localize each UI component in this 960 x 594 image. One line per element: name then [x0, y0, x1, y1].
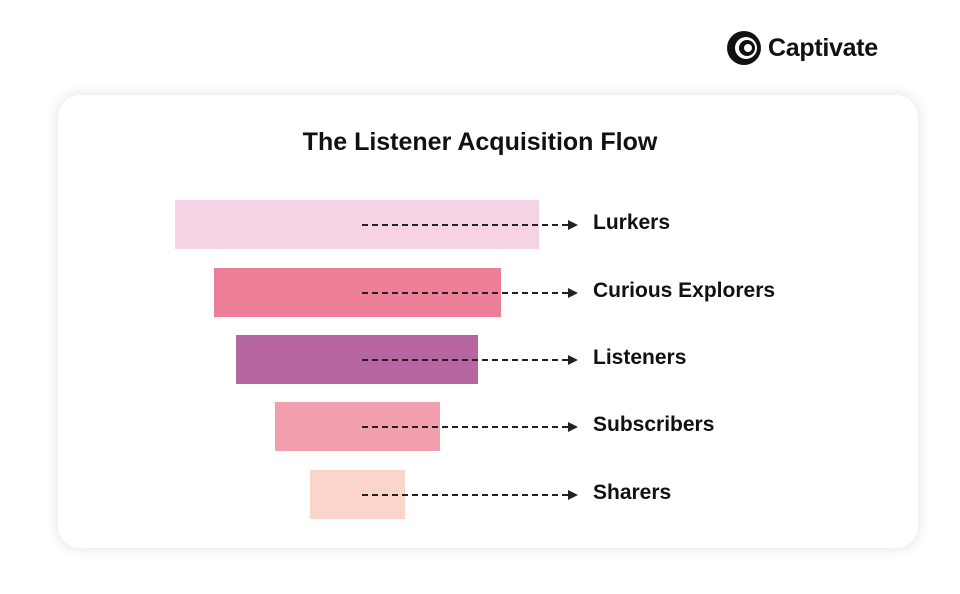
- dashed-connector: [362, 292, 568, 294]
- captivate-logo-icon: [727, 31, 761, 65]
- dashed-connector: [362, 494, 568, 496]
- arrow-right-icon: [568, 288, 578, 298]
- captivate-logo: Captivate: [726, 30, 878, 66]
- arrow-right-icon: [568, 220, 578, 230]
- dashed-connector: [362, 426, 568, 428]
- stage-label: Listeners: [593, 346, 687, 369]
- dashed-connector: [362, 359, 568, 361]
- arrow-right-icon: [568, 422, 578, 432]
- stage-label: Subscribers: [593, 413, 715, 436]
- brand-name: Captivate: [768, 33, 878, 62]
- stage-label: Sharers: [593, 481, 672, 504]
- arrow-right-icon: [568, 355, 578, 365]
- diagram-card: [58, 95, 918, 548]
- dashed-connector: [362, 224, 568, 226]
- diagram-title: The Listener Acquisition Flow: [302, 128, 658, 156]
- stage-label: Curious Explorers: [593, 279, 776, 302]
- arrow-right-icon: [568, 490, 578, 500]
- stage-label: Lurkers: [593, 211, 671, 234]
